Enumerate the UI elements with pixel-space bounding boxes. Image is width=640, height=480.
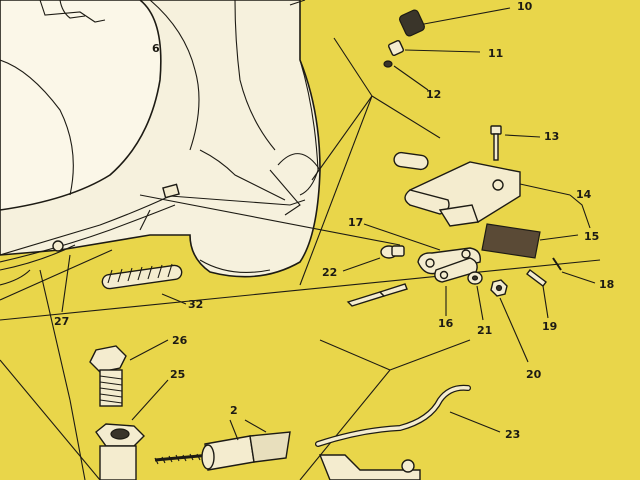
label-25: 25 xyxy=(170,368,185,381)
label-23: 23 xyxy=(505,428,520,441)
part-labels: 6 10 11 12 13 14 15 17 22 18 16 21 19 20… xyxy=(54,0,614,441)
nut-25 xyxy=(95,379,169,480)
label-32: 32 xyxy=(188,298,203,311)
pivot-22 xyxy=(342,245,408,307)
label-16: 16 xyxy=(438,317,454,330)
bolt-13 xyxy=(490,125,541,161)
parts-10-11-12 xyxy=(383,7,511,91)
bolt-26 xyxy=(89,339,169,407)
label-26: 26 xyxy=(172,334,188,347)
label-18: 18 xyxy=(599,278,614,291)
washer-21 xyxy=(467,271,484,321)
rubber-block-15 xyxy=(481,223,579,259)
label-2: 2 xyxy=(230,404,238,417)
label-20: 20 xyxy=(526,368,542,381)
scooter-body xyxy=(0,0,321,286)
label-11: 11 xyxy=(488,47,503,60)
label-6: 6 xyxy=(152,42,160,55)
label-13: 13 xyxy=(544,130,559,143)
spring-32 xyxy=(101,263,187,305)
bracket-14 xyxy=(393,151,591,229)
leader-lines xyxy=(0,37,601,480)
lever-16-17 xyxy=(363,223,481,316)
label-19: 19 xyxy=(542,320,557,333)
nut-20 xyxy=(490,279,529,363)
label-14: 14 xyxy=(576,188,592,201)
label-27: 27 xyxy=(54,315,69,328)
label-17: 17 xyxy=(348,216,363,229)
label-12: 12 xyxy=(426,88,441,101)
pin-19 xyxy=(526,269,549,319)
shock-2 xyxy=(154,419,291,471)
label-15: 15 xyxy=(584,230,599,243)
label-22: 22 xyxy=(322,266,337,279)
label-10: 10 xyxy=(517,0,533,13)
pin-18 xyxy=(552,257,596,284)
cable-23 xyxy=(315,384,501,480)
label-21: 21 xyxy=(477,324,492,337)
